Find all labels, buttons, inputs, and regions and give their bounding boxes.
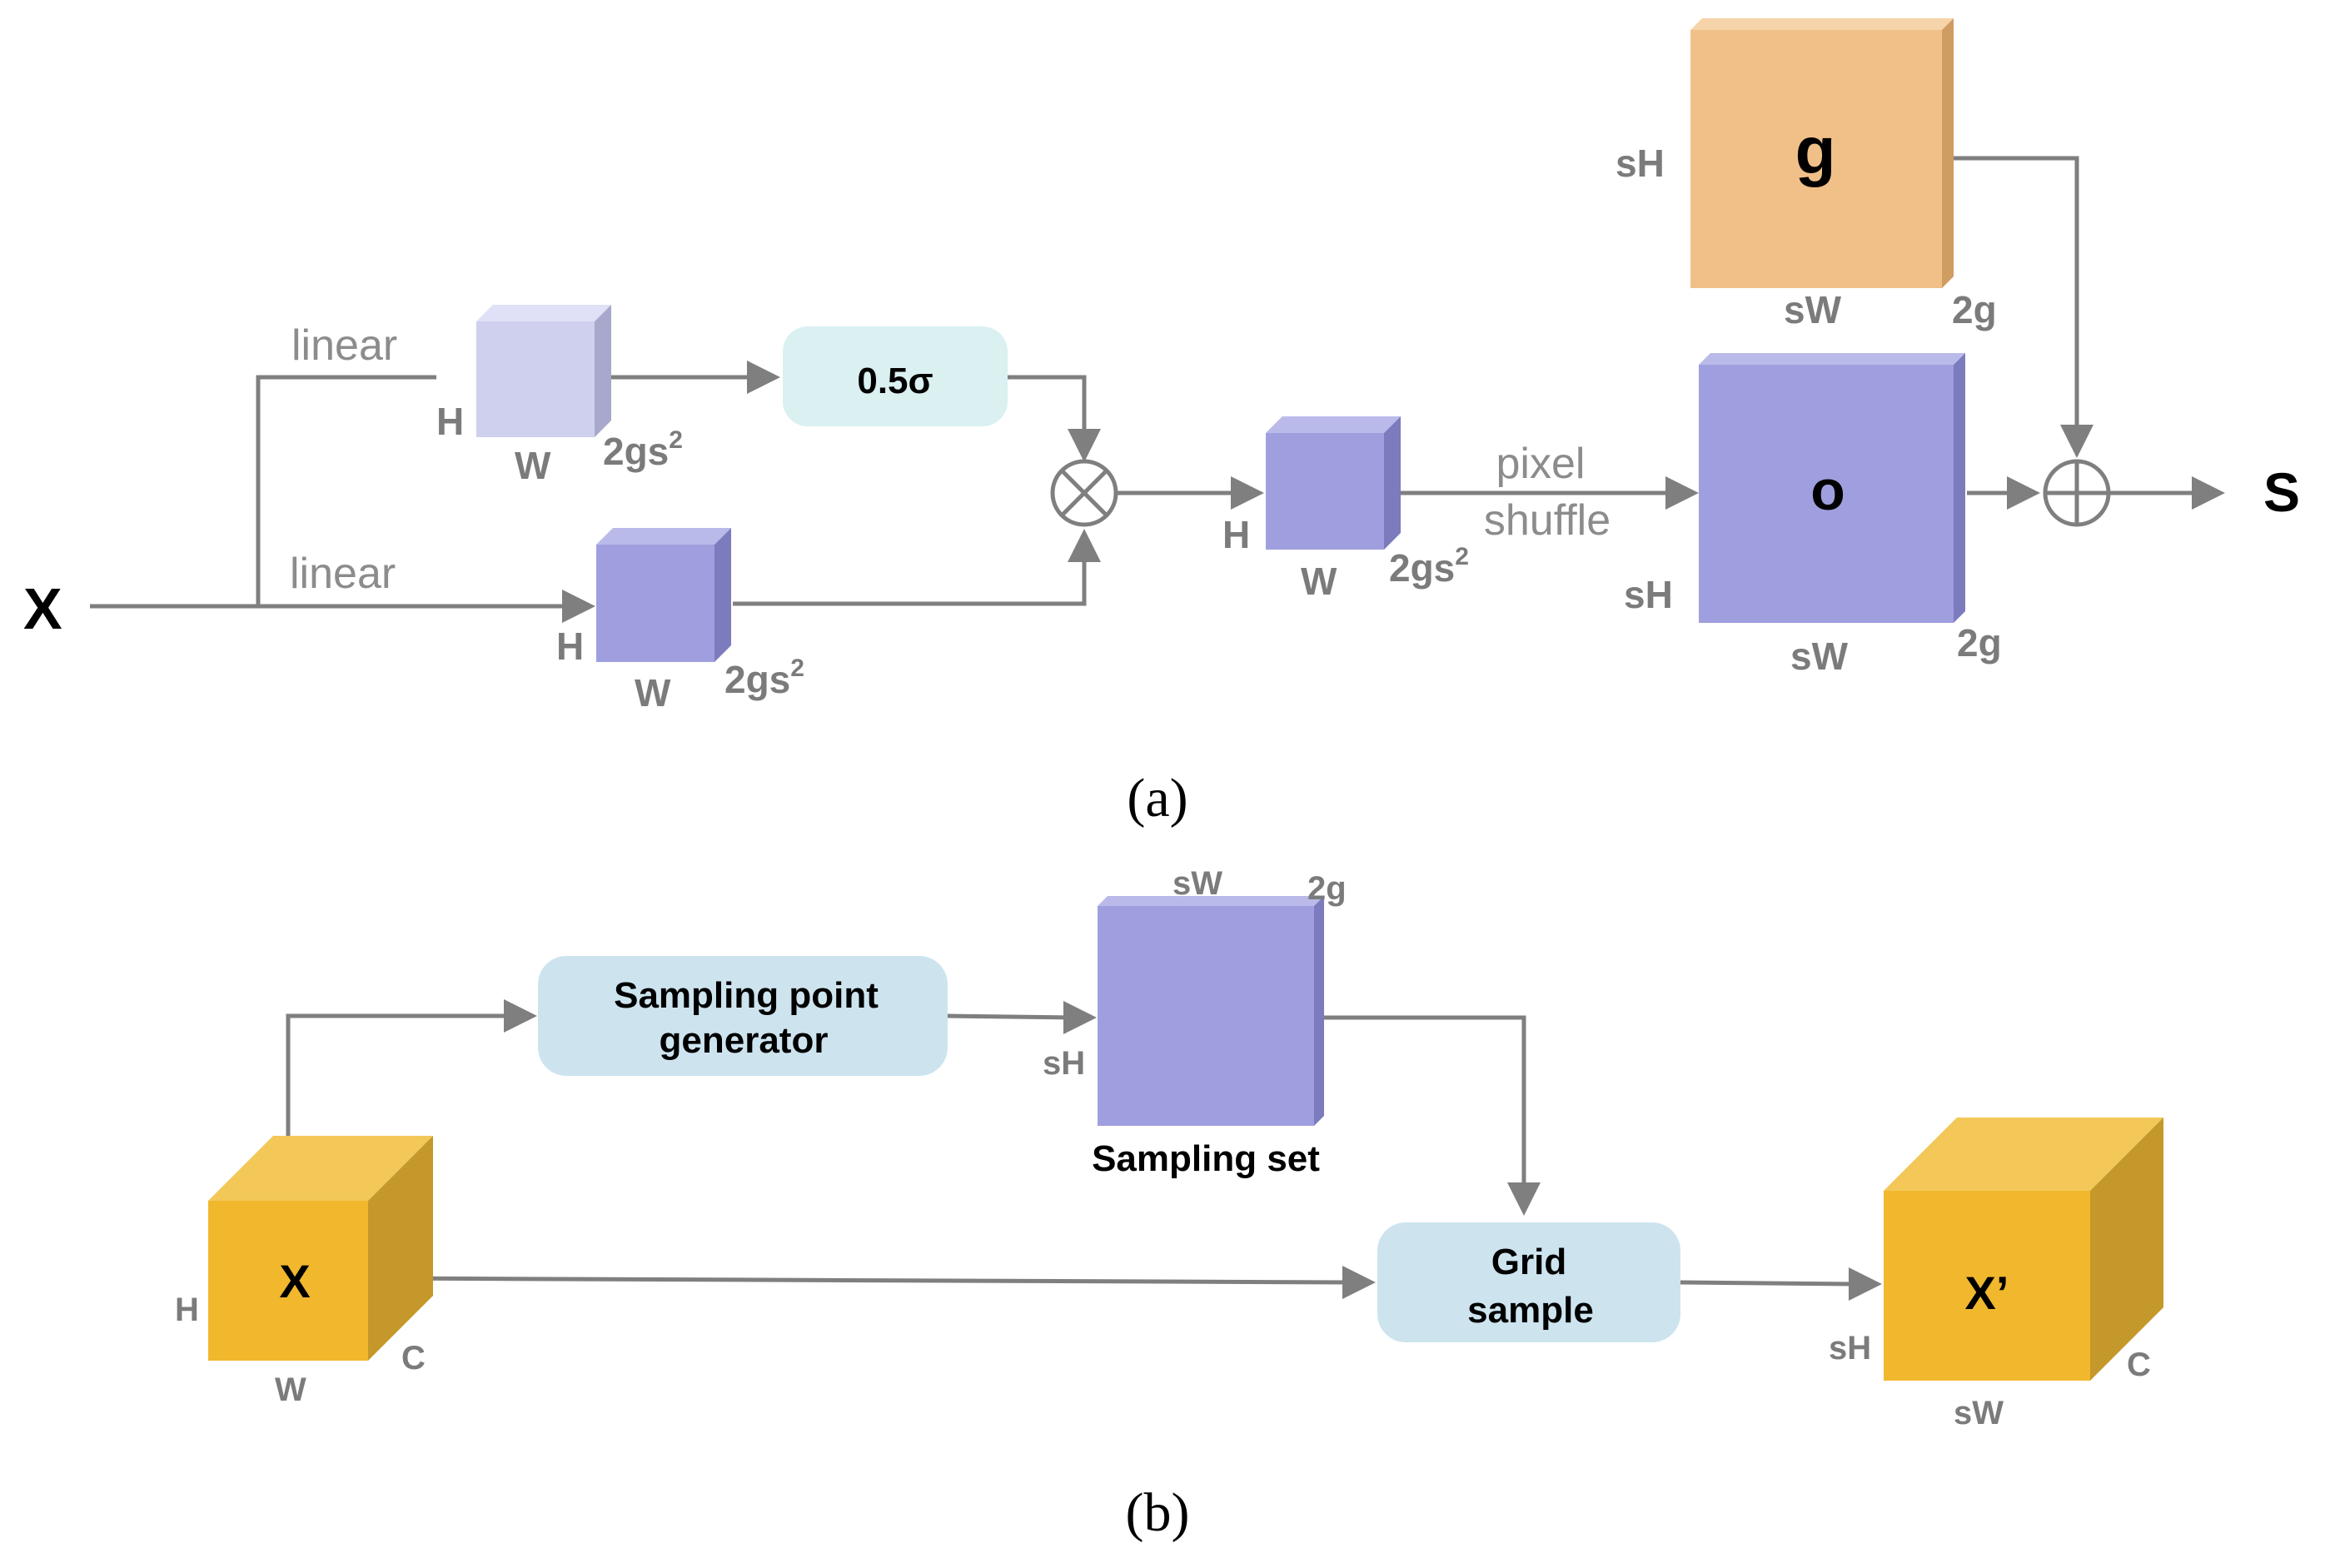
product-cube-channels-label: 2gs2 <box>1389 543 1469 590</box>
linear-top-wire <box>256 375 436 606</box>
product-cube-w-label: W <box>1301 560 1337 603</box>
generator-arrowhead <box>504 999 537 1033</box>
add-icon <box>2043 459 2111 527</box>
panel-b: X H W C Sampling point generator sW 2g s… <box>175 865 2163 1543</box>
linear-bottom-label: linear <box>290 550 396 598</box>
grid-sample-line1: Grid <box>1491 1242 1566 1282</box>
add-top-arrowhead <box>2060 425 2093 458</box>
linear-top-cube-w-label: W <box>515 444 551 487</box>
offset-label: o <box>1810 459 1845 522</box>
linear-bottom-arrowhead <box>562 590 595 623</box>
panel-b-caption: (b) <box>1126 1482 1190 1543</box>
sampling-point-generator-line2: generator <box>660 1020 829 1061</box>
linear-bottom-cube-channels-text: 2gs <box>724 658 790 701</box>
input-to-generator-wire <box>286 1013 512 1137</box>
grid-sample-left-arrowhead <box>1342 1266 1376 1299</box>
output-x-prime-label: X’ <box>1965 1267 2009 1319</box>
input-to-grid-sample-wire <box>366 1276 1350 1285</box>
input-x-label: X <box>23 576 62 641</box>
input-cube-h-label: H <box>175 1292 199 1328</box>
linear-bottom-cube-h-label: H <box>556 625 584 668</box>
offset-channels-label: 2g <box>1957 621 2002 665</box>
multiply-bottom-arrowhead <box>1068 529 1101 562</box>
linear-bottom-cube-channels-superscript: 2 <box>790 655 804 682</box>
linear-top-cube-channels-text: 2gs <box>603 430 669 473</box>
grid-label: g <box>1795 113 1836 187</box>
grid-sample-top-arrowhead <box>1507 1182 1541 1216</box>
linear-bottom-cube-w-label: W <box>635 671 671 714</box>
grid-block <box>1690 18 1954 288</box>
linear-top-cube-h-label: H <box>436 400 464 443</box>
sigma-box <box>783 326 1008 426</box>
grid-channels-label: 2g <box>1952 288 1997 331</box>
pixel-shuffle-arrowhead <box>1665 476 1699 510</box>
product-cube <box>1266 416 1401 550</box>
linear-bottom-cube <box>596 528 731 662</box>
output-cube-sh-label: sH <box>1829 1330 1871 1366</box>
input-cube-w-label: W <box>275 1371 306 1408</box>
grid-sample-to-output-wire <box>1680 1280 1856 1287</box>
grid-sample-line2: sample <box>1467 1290 1594 1331</box>
grid-to-add-wire <box>1954 156 2079 431</box>
bottom-cube-to-multiply-wire <box>733 554 1087 606</box>
sampling-set-sw-label: sW <box>1172 865 1222 902</box>
grid-sample-box <box>1377 1222 1680 1342</box>
output-s-label: S <box>2263 461 2300 523</box>
sampling-point-generator-line1: Sampling point <box>614 975 879 1016</box>
sigma-label: 0.5σ <box>857 361 933 401</box>
grid-sh-label: sH <box>1616 142 1665 185</box>
sigma-to-multiply-wire <box>1008 375 1087 437</box>
sampling-point-generator-box <box>538 956 948 1076</box>
grid-sw-label: sW <box>1784 288 1842 331</box>
linear-top-cube-channels-label: 2gs2 <box>603 426 683 473</box>
output-arrowhead <box>2192 476 2225 510</box>
output-cube-sw-label: sW <box>1954 1395 2004 1431</box>
set-to-grid-sample-wire <box>1322 1015 1526 1189</box>
product-cube-h-label: H <box>1222 513 1250 556</box>
offset-sh-label: sH <box>1624 573 1673 616</box>
input-cube-c-label: C <box>401 1340 426 1376</box>
input-cube-x <box>208 1136 433 1361</box>
linear-bottom-cube-channels-label: 2gs2 <box>724 655 804 701</box>
product-cube-channels-superscript: 2 <box>1455 543 1469 570</box>
panel-b-connections <box>286 999 1882 1301</box>
product-arrowhead <box>1231 476 1264 510</box>
linear-top-cube-channels-superscript: 2 <box>669 426 683 454</box>
panel-a-caption: (a) <box>1127 768 1187 829</box>
offset-block <box>1699 353 1965 623</box>
linear-top-label: linear <box>291 321 397 370</box>
sampling-set-channels-label: 2g <box>1307 870 1347 907</box>
multiply-icon <box>1050 459 1118 527</box>
set-arrowhead <box>1063 1001 1097 1034</box>
input-x-b-label: X <box>279 1255 310 1307</box>
add-left-arrowhead <box>2007 476 2040 510</box>
linear-top-cube <box>476 305 611 437</box>
sampling-set-block <box>1098 896 1324 1126</box>
output-arrowhead-b <box>1849 1267 1882 1301</box>
sampling-set-sh-label: sH <box>1043 1045 1085 1082</box>
pixel-shuffle-label-line2: shuffle <box>1484 496 1611 545</box>
panel-a: X linear linear H W 2gs2 0.5σ H W 2gs2 <box>23 18 2300 829</box>
generator-to-set-wire <box>947 1013 1071 1020</box>
sampling-set-label: Sampling set <box>1092 1138 1320 1179</box>
panel-a-connections <box>90 156 2225 623</box>
offset-sw-label: sW <box>1790 635 1849 678</box>
product-cube-channels-text: 2gs <box>1389 546 1455 590</box>
multiply-top-arrowhead <box>1068 429 1101 462</box>
pixel-shuffle-label-line1: pixel <box>1496 440 1586 488</box>
sigma-arrowhead <box>747 361 780 394</box>
output-cube-c-label: C <box>2127 1346 2151 1383</box>
output-cube-x-prime <box>1884 1118 2163 1381</box>
